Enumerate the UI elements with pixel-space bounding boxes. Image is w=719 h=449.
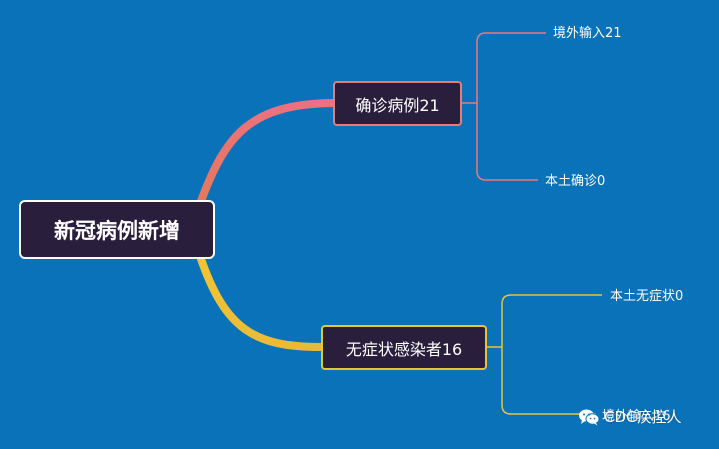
watermark: CDC疾控人: [578, 406, 682, 427]
wechat-icon: [578, 408, 600, 426]
leaf-node-label: 本土确诊0: [545, 174, 606, 189]
connector-branch-b-leaves: [487, 294, 602, 415]
leaf-node-label: 境外输入16: [602, 409, 671, 424]
leaf-node-local-asymptomatic[interactable]: 本土无症状0: [610, 285, 683, 304]
connector-root-to-branch-a: [196, 99, 337, 208]
branch-node-label: 确诊病例21: [355, 95, 440, 115]
root-node[interactable]: 新冠病例新增: [19, 200, 215, 259]
leaf-node-label: 境外输入21: [553, 26, 622, 41]
connector-branch-a-leaves: [462, 32, 546, 181]
connector-root-to-branch-b: [196, 252, 325, 351]
leaf-node-imported-asymptomatic[interactable]: 境外输入16: [602, 405, 671, 424]
root-node-label: 新冠病例新增: [54, 218, 180, 243]
branch-node-asymptomatic[interactable]: 无症状感染者16: [321, 325, 487, 370]
leaf-node-imported-confirmed[interactable]: 境外输入21: [553, 22, 622, 41]
leaf-node-label: 本土无症状0: [610, 289, 684, 304]
branch-node-label: 无症状感染者16: [345, 339, 463, 359]
watermark-label: CDC疾控人: [604, 408, 682, 426]
leaf-node-local-confirmed[interactable]: 本土确诊0: [545, 170, 605, 189]
branch-node-confirmed[interactable]: 确诊病例21: [333, 81, 462, 126]
